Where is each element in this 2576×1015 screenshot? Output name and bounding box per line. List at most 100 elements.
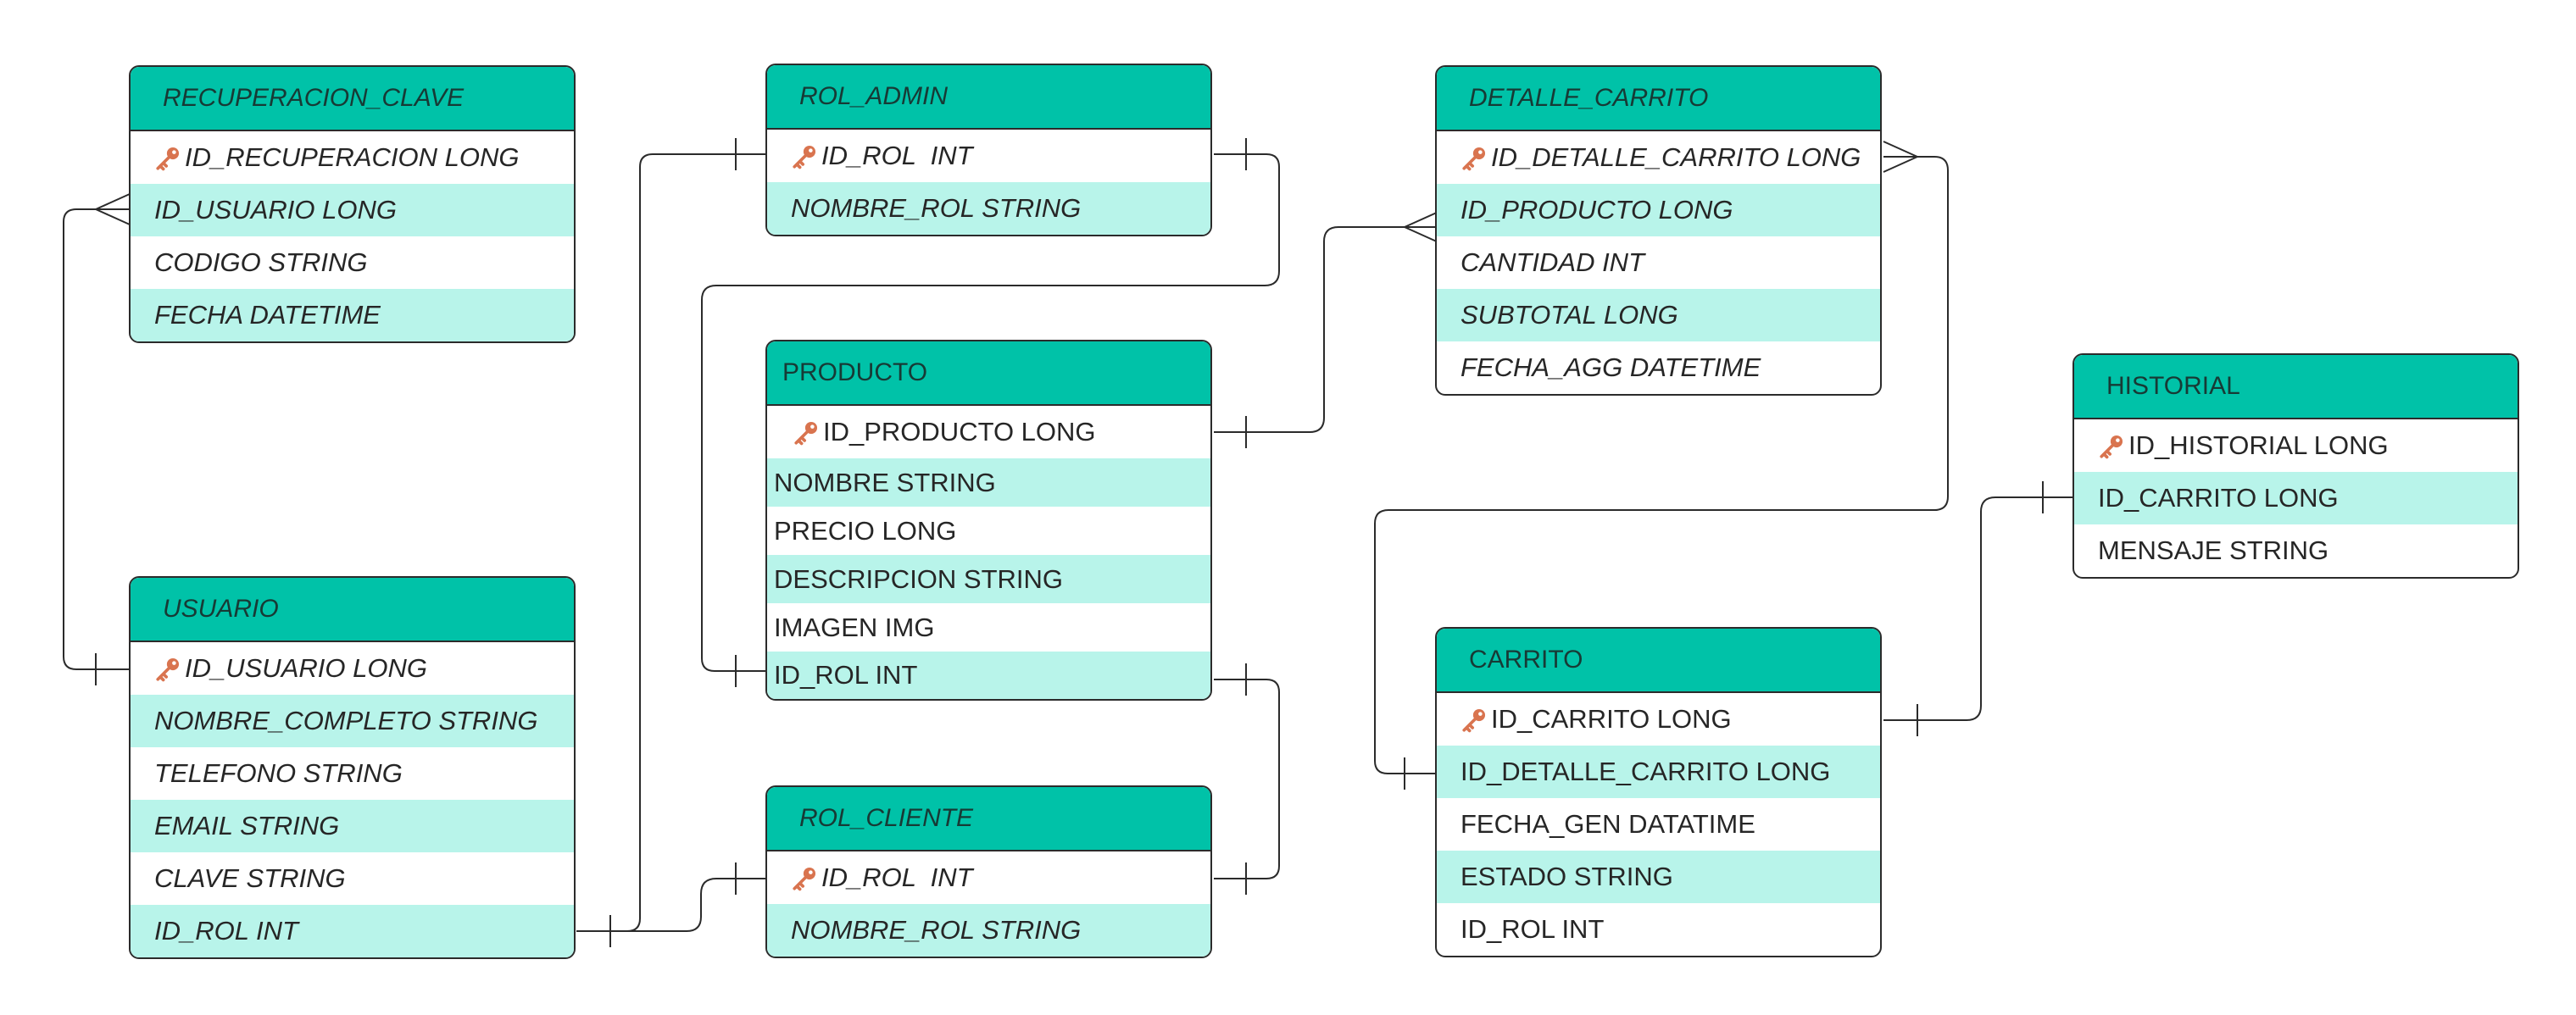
field-row: ID_PRODUCTO LONG	[767, 406, 1210, 458]
table-carrito[interactable]: CARRITO ID_CARRITO LONG ID_DETALLE_CARRI…	[1435, 627, 1882, 957]
rel-detalle-carrito-crowfoot	[1883, 141, 1918, 173]
primary-key-icon	[2100, 435, 2123, 459]
primary-key-icon	[793, 145, 816, 169]
primary-key-icon	[794, 421, 818, 446]
table-title: PRODUCTO	[767, 341, 1210, 406]
rel-producto-detalle-crowfoot	[1404, 211, 1439, 243]
field-name: ID_ROL INT	[774, 660, 918, 690]
field-name: EMAIL STRING	[154, 811, 340, 840]
field-row: ID_ROL INT	[767, 130, 1210, 182]
field-row: NOMBRE_COMPLETO STRING	[131, 695, 574, 747]
table-title: CARRITO	[1437, 629, 1880, 693]
field-name: ID_PRODUCTO LONG	[1460, 195, 1733, 225]
field-name: MENSAJE STRING	[2098, 535, 2329, 565]
field-row: MENSAJE STRING	[2074, 524, 2518, 577]
field-name: CANTIDAD INT	[1460, 247, 1644, 277]
field-row: NOMBRE STRING	[767, 458, 1210, 507]
table-rol-cliente[interactable]: ROL_CLIENTE ID_ROL INT NOMBRE_ROL STRING	[765, 785, 1212, 958]
field-name: PRECIO LONG	[774, 515, 957, 546]
field-name: SUBTOTAL LONG	[1460, 300, 1678, 330]
field-name: ID_CARRITO LONG	[1491, 704, 1732, 734]
field-row: ID_DETALLE_CARRITO LONG	[1437, 746, 1880, 798]
field-row: FECHA DATETIME	[131, 289, 574, 341]
field-row: ID_ROL INT	[767, 851, 1210, 904]
table-producto[interactable]: PRODUCTO ID_PRODUCTO LONG NOMBRE STRING …	[765, 340, 1212, 701]
field-row: TELEFONO STRING	[131, 747, 574, 800]
field-row: NOMBRE_ROL STRING	[767, 904, 1210, 957]
field-row: ID_CARRITO LONG	[1437, 693, 1880, 746]
field-name: ID_CARRITO LONG	[2098, 483, 2339, 513]
field-row: CLAVE STRING	[131, 852, 574, 905]
primary-key-icon	[156, 657, 180, 682]
field-name: ID_ROL INT	[821, 862, 973, 892]
field-row: CODIGO STRING	[131, 236, 574, 289]
field-name: FECHA_AGG DATETIME	[1460, 352, 1761, 382]
table-title: RECUPERACION_CLAVE	[131, 67, 574, 131]
rel-usuario-recuperacion	[63, 208, 130, 670]
field-name: ID_USUARIO LONG	[185, 653, 427, 683]
field-row: SUBTOTAL LONG	[1437, 289, 1880, 341]
field-name: NOMBRE_COMPLETO STRING	[154, 706, 538, 735]
field-name: TELEFONO STRING	[154, 758, 403, 788]
field-name: CLAVE STRING	[154, 863, 346, 893]
rel-carrito-historial	[1883, 496, 2077, 721]
field-name: DESCRIPCION STRING	[774, 563, 1064, 594]
table-title: DETALLE_CARRITO	[1437, 67, 1880, 131]
field-row: FECHA_GEN DATATIME	[1437, 798, 1880, 851]
field-row: ID_DETALLE_CARRITO LONG	[1437, 131, 1880, 184]
field-row: ID_PRODUCTO LONG	[1437, 184, 1880, 236]
field-name: ESTADO STRING	[1460, 862, 1673, 891]
rel-producto-rolcliente	[1214, 679, 1280, 879]
primary-key-icon	[156, 147, 180, 171]
table-title: ROL_CLIENTE	[767, 787, 1210, 851]
field-name: ID_ROL INT	[154, 916, 298, 946]
field-name: ID_ROL INT	[1460, 914, 1605, 944]
field-name: FECHA_GEN DATATIME	[1460, 809, 1755, 839]
table-recuperacion-clave[interactable]: RECUPERACION_CLAVE ID_RECUPERACION LONG …	[129, 65, 576, 343]
table-historial[interactable]: HISTORIAL ID_HISTORIAL LONG ID_CARRITO L…	[2072, 353, 2519, 579]
table-usuario[interactable]: USUARIO ID_USUARIO LONG NOMBRE_COMPLETO …	[129, 576, 576, 959]
field-name: ID_DETALLE_CARRITO LONG	[1460, 757, 1831, 786]
field-name: FECHA DATETIME	[154, 300, 381, 330]
field-name: NOMBRE STRING	[774, 467, 996, 497]
rel-detalle-carrito	[1374, 156, 1949, 774]
field-row: FECHA_AGG DATETIME	[1437, 341, 1880, 394]
field-row: ID_USUARIO LONG	[131, 184, 574, 236]
field-name: ID_USUARIO LONG	[154, 195, 397, 225]
field-row: IMAGEN IMG	[767, 603, 1210, 652]
field-row: EMAIL STRING	[131, 800, 574, 852]
primary-key-icon	[793, 867, 816, 891]
field-row: ID_USUARIO LONG	[131, 642, 574, 695]
field-name: ID_HISTORIAL LONG	[2128, 430, 2389, 460]
field-row: NOMBRE_ROL STRING	[767, 182, 1210, 235]
field-row: DESCRIPCION STRING	[767, 555, 1210, 603]
rel-usuario-recuperacion-crowfoot	[95, 193, 131, 225]
rel-roladmin-producto	[701, 153, 1280, 672]
field-row: CANTIDAD INT	[1437, 236, 1880, 289]
field-row: PRECIO LONG	[767, 507, 1210, 555]
table-detalle-carrito[interactable]: DETALLE_CARRITO ID_DETALLE_CARRITO LONG …	[1435, 65, 1882, 396]
field-name: CODIGO STRING	[154, 247, 368, 277]
field-name: IMAGEN IMG	[774, 612, 935, 642]
field-name: ID_DETALLE_CARRITO LONG	[1491, 142, 1861, 172]
field-row: ID_ROL INT	[767, 652, 1210, 699]
field-name: ID_ROL INT	[821, 141, 973, 170]
field-row: ESTADO STRING	[1437, 851, 1880, 903]
rel-producto-detalle	[1214, 226, 1438, 433]
field-name: ID_PRODUCTO LONG	[823, 417, 1096, 446]
rel-usuario-roladmin	[576, 153, 769, 932]
table-title: USUARIO	[131, 578, 574, 642]
field-name: NOMBRE_ROL STRING	[791, 915, 1082, 945]
table-title: ROL_ADMIN	[767, 65, 1210, 130]
field-name: NOMBRE_ROL STRING	[791, 193, 1082, 223]
field-row: ID_ROL INT	[1437, 903, 1880, 956]
field-row: ID_RECUPERACION LONG	[131, 131, 574, 184]
table-title: HISTORIAL	[2074, 355, 2518, 419]
rel-usuario-rolcliente	[576, 878, 769, 932]
field-row: ID_CARRITO LONG	[2074, 472, 2518, 524]
field-row: ID_HISTORIAL LONG	[2074, 419, 2518, 472]
primary-key-icon	[1462, 147, 1486, 171]
table-rol-admin[interactable]: ROL_ADMIN ID_ROL INT NOMBRE_ROL STRING	[765, 64, 1212, 236]
